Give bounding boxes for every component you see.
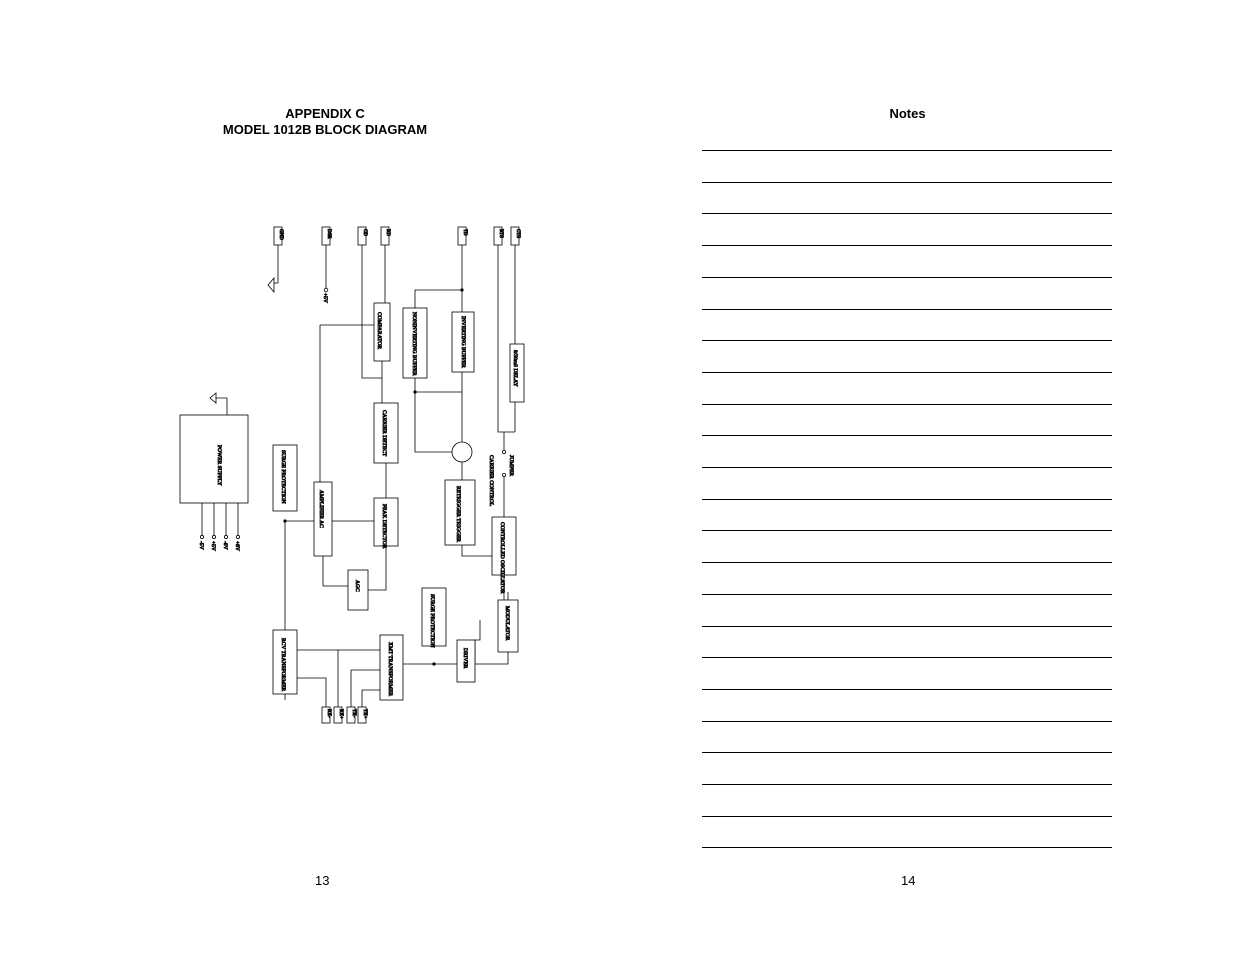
note-line bbox=[702, 435, 1112, 437]
supply-out-3: -8V bbox=[222, 541, 228, 550]
surge-protection-2-label: SURGE PROTECTION bbox=[429, 594, 435, 648]
noninverting-buffer-label: NONINVERTING BUFFER bbox=[411, 312, 417, 376]
title-line-1: APPENDIX C bbox=[285, 106, 365, 121]
xmt-transformer-label: XMT TRANSFORMER bbox=[387, 642, 393, 696]
note-line bbox=[702, 371, 1112, 373]
rcv-transformer-label: RCV TRANSFORMER bbox=[280, 638, 286, 691]
pin-dsr: DSR bbox=[326, 229, 331, 239]
note-line bbox=[702, 403, 1112, 405]
block-diagram: GND DSR CD RD TD RTS CTS +5V COMPARATOR … bbox=[179, 226, 525, 724]
pin-tx-plus: TX+ bbox=[362, 709, 367, 719]
controlled-oscillator-label: CONTROLLED OSCILLATOR bbox=[499, 522, 505, 594]
pin-cd: CD bbox=[362, 229, 367, 236]
supply-out-2: +5V bbox=[210, 541, 216, 551]
comparator-label: COMPARATOR bbox=[376, 312, 382, 349]
appendix-title: APPENDIX C MODEL 1012B BLOCK DIAGRAM bbox=[0, 106, 650, 138]
pin-cts: CTS bbox=[515, 229, 520, 238]
note-line bbox=[702, 593, 1112, 595]
supply-out-1: -5V bbox=[198, 541, 204, 550]
note-line bbox=[702, 720, 1112, 722]
note-line bbox=[702, 498, 1112, 500]
note-line bbox=[702, 562, 1112, 564]
carrier-detect-label: CARRIER DETECT bbox=[381, 410, 387, 457]
right-page: Notes 14 bbox=[650, 0, 1235, 954]
amplifier-label: AMPLIFIER AC bbox=[318, 490, 324, 528]
pin-rx-minus: RX- bbox=[326, 709, 331, 718]
delay-label: 8/30mS DELAY bbox=[512, 350, 518, 387]
note-line bbox=[702, 847, 1112, 849]
pin-rts: RTS bbox=[498, 229, 503, 238]
note-line bbox=[702, 530, 1112, 532]
note-line bbox=[702, 784, 1112, 785]
title-line-2: MODEL 1012B BLOCK DIAGRAM bbox=[222, 122, 428, 137]
page-number-14: 14 bbox=[901, 873, 916, 888]
peak-detector-label: PEAK DETECTOR bbox=[381, 504, 387, 549]
agc-label: AGC bbox=[354, 580, 360, 592]
note-line bbox=[702, 340, 1112, 342]
note-line bbox=[702, 213, 1112, 215]
jumper-label: JUMPER bbox=[508, 455, 514, 476]
top-pins: GND DSR CD RD TD RTS CTS bbox=[273, 226, 520, 246]
note-line bbox=[702, 815, 1112, 817]
note-line bbox=[702, 150, 1112, 151]
left-page: APPENDIX C MODEL 1012B BLOCK DIAGRAM GND… bbox=[0, 106, 650, 888]
bottom-pins: RX- RX+ TX- TX+ bbox=[321, 700, 367, 724]
note-line bbox=[702, 467, 1112, 468]
note-line bbox=[702, 276, 1112, 278]
notes-title: Notes bbox=[889, 106, 926, 121]
driver-label: DRIVER bbox=[462, 648, 468, 669]
pin-rx-plus: RX+ bbox=[338, 709, 343, 719]
pin-rd: RD bbox=[385, 229, 390, 236]
surge-protection-1-label: SURGE PROTECTION bbox=[280, 450, 286, 504]
inverting-buffer-label: INVERTING BUFFER bbox=[460, 316, 466, 368]
pin-td: TD bbox=[462, 229, 467, 236]
note-line bbox=[702, 181, 1112, 183]
note-line bbox=[702, 308, 1112, 310]
note-line bbox=[702, 657, 1112, 659]
pin-tx-minus: TX- bbox=[351, 709, 356, 718]
page-number-13: 13 bbox=[315, 873, 330, 888]
gnd-line bbox=[267, 245, 279, 294]
modulator-label: MODULATOR bbox=[504, 606, 510, 641]
note-line bbox=[702, 688, 1112, 690]
pin-gnd: GND bbox=[278, 229, 283, 240]
carrier-control-label: CARRIER CONTROL bbox=[488, 455, 494, 507]
retrigger-label: RETRIGGER TRIGGER bbox=[455, 486, 461, 542]
supply-out-4: +8V bbox=[234, 541, 240, 551]
note-line bbox=[702, 625, 1112, 627]
power-supply-label: POWER SUPPLY bbox=[216, 445, 222, 486]
note-line bbox=[702, 245, 1112, 247]
plus5v-label: +5V bbox=[322, 293, 328, 303]
note-line bbox=[702, 752, 1112, 754]
